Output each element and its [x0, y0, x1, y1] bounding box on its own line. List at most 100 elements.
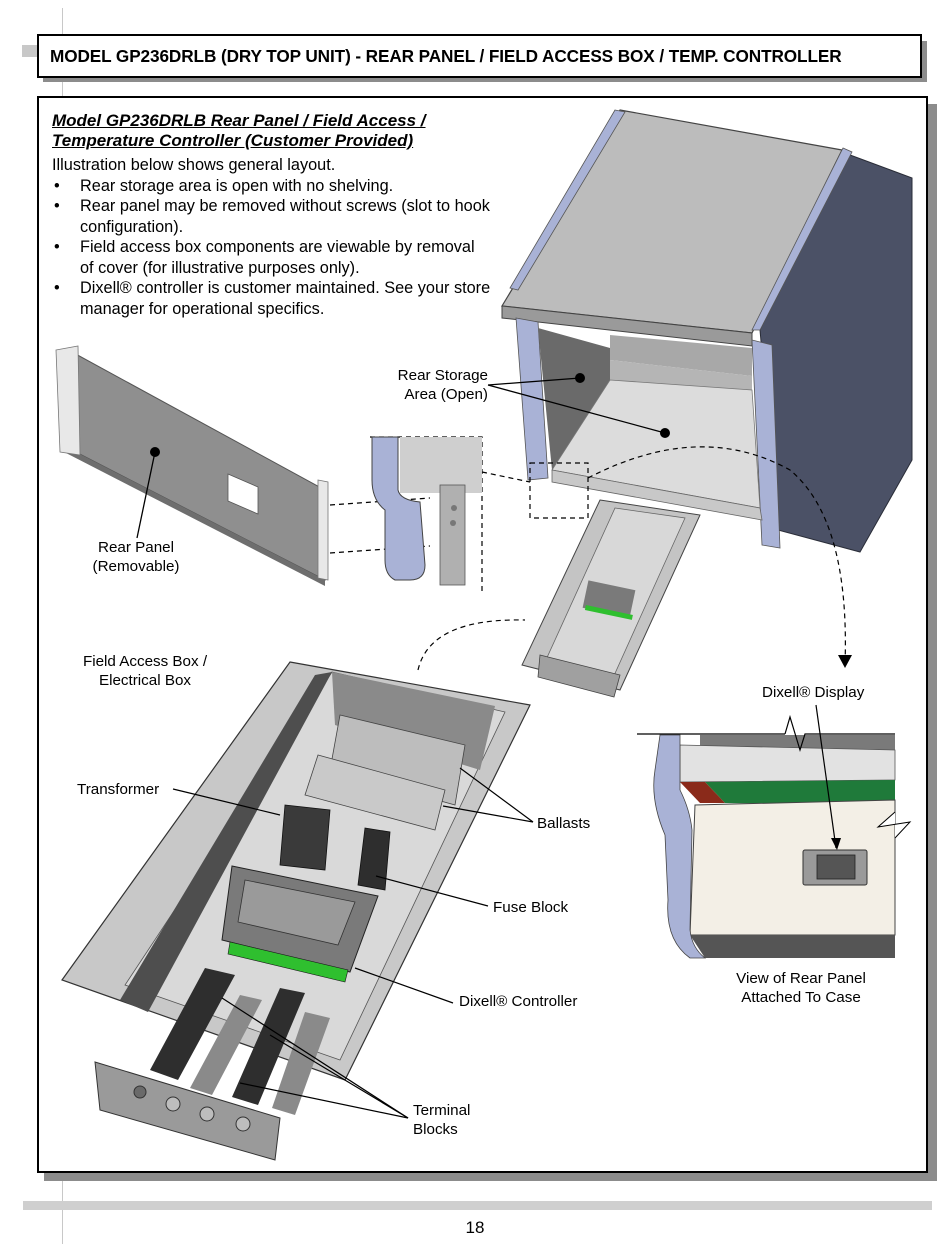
hook-detail-hole-1	[451, 505, 457, 511]
label-dixell-controller: Dixell® Controller	[459, 993, 578, 1010]
knockout-3	[199, 1106, 215, 1122]
knockout-4	[235, 1116, 251, 1132]
case-interior-back	[610, 335, 752, 376]
bullet-icon: •	[54, 197, 60, 215]
case-trim-right	[751, 147, 853, 331]
label-rear-panel-view-line-2: Attached To Case	[741, 989, 861, 1006]
list-item-text: Rear panel may be removed without screws…	[80, 197, 490, 236]
callout-line-ballast-1	[459, 767, 534, 823]
case-interior-left-wall	[538, 328, 610, 470]
section-heading: Model GP236DRLB Rear Panel / Field Acces…	[52, 111, 492, 151]
ballast-1	[329, 714, 466, 806]
hook-detail-trim	[371, 436, 426, 581]
display-swing-arc	[587, 446, 846, 666]
callout-line-terminal-3	[239, 1082, 409, 1119]
label-rear-panel-view: View of Rear Panel Attached To Case	[722, 969, 880, 1007]
knockout-2	[165, 1096, 181, 1112]
case-trim-left	[509, 109, 626, 291]
zoom-link-line	[481, 471, 531, 483]
knockout-1	[133, 1085, 147, 1099]
label-terminal-blocks-line-1: Terminal	[413, 1102, 471, 1119]
display-swing-arrowhead	[838, 655, 852, 668]
controller-green-strip	[227, 941, 349, 983]
view-case-trim	[653, 734, 707, 959]
list-item-text: Field access box components are viewable…	[80, 238, 475, 277]
hook-detail-shelf	[400, 437, 482, 493]
terminal-block-1	[150, 968, 235, 1080]
terminal-block-4	[272, 1012, 330, 1115]
label-field-access-box-line-1: Field Access Box /	[82, 653, 208, 670]
view-green-strip	[705, 780, 895, 805]
case-front-right-post	[751, 339, 781, 549]
callout-line-rear-panel	[136, 451, 156, 539]
ballast-2	[304, 754, 446, 831]
page-title-box: MODEL GP236DRLB (DRY TOP UNIT) - REAR PA…	[37, 34, 922, 78]
rear-panel-bottom-edge	[66, 448, 325, 586]
label-field-access-box: Field Access Box / Electrical Box	[70, 652, 220, 690]
view-bottom-rail	[690, 935, 895, 958]
bullet-icon: •	[54, 279, 60, 297]
page-title: MODEL GP236DRLB (DRY TOP UNIT) - REAR PA…	[50, 46, 842, 66]
label-terminal-blocks: Terminal Blocks	[413, 1101, 470, 1139]
label-rear-panel-line-1: Rear Panel	[98, 539, 174, 556]
fuse-block	[357, 827, 391, 891]
label-field-access-box-line-2: Electrical Box	[98, 672, 191, 689]
field-access-box-illustration	[61, 661, 534, 1161]
hook-detail-hole-2	[450, 520, 456, 526]
bullet-icon: •	[54, 176, 60, 195]
list-item-text: Dixell® controller is customer maintaine…	[80, 279, 491, 318]
feature-list: • Rear storage area is open with no shelv…	[52, 176, 492, 320]
case-illustration	[487, 109, 913, 553]
view-top-shelf	[679, 744, 896, 783]
list-item: • Rear storage area is open with no shelv…	[52, 176, 492, 197]
callout-line-controller	[354, 967, 454, 1004]
list-item-text: Rear storage area is open with no shelvi…	[80, 176, 394, 195]
list-item: • Dixell® controller is customer maintain…	[52, 278, 492, 319]
case-front-left-post	[515, 317, 549, 481]
rear-panel-view-illustration	[637, 704, 912, 959]
hook-detail-illustration	[370, 436, 589, 595]
box-left-wall	[120, 672, 332, 1012]
callout-line-storage-2	[487, 384, 666, 434]
intro-lead: Illustration below shows general layout.	[52, 156, 336, 174]
label-rear-panel-line-2: (Removable)	[92, 558, 180, 575]
zoom-source-box	[529, 462, 589, 519]
callout-line-fuse	[375, 875, 489, 907]
drawer-controller-green	[584, 605, 633, 620]
label-rear-panel-view-line-1: View of Rear Panel	[736, 970, 866, 987]
intro-section: Model GP236DRLB Rear Panel / Field Acces…	[52, 111, 492, 319]
callout-line-ballast-2	[442, 805, 534, 823]
drawer-illustration	[417, 499, 701, 698]
rear-panel-right-bracket	[317, 479, 329, 581]
label-rear-storage-line-1: Rear Storage	[397, 367, 488, 384]
terminal-block-2	[190, 995, 262, 1095]
callout-line-storage-1	[487, 377, 581, 386]
margin-tab	[22, 45, 38, 57]
hook-detail-bracket	[439, 484, 466, 586]
view-top-break-zigzag	[784, 714, 895, 753]
label-ballasts: Ballasts	[537, 815, 591, 832]
callout-line-terminal-2	[269, 1034, 409, 1119]
drawer-swing-arc	[417, 619, 526, 671]
view-display-screen	[816, 854, 856, 880]
terminal-block-3	[232, 988, 305, 1105]
view-break-line	[876, 811, 912, 839]
bullet-icon: •	[54, 238, 60, 256]
case-bottom-rail	[551, 469, 763, 521]
page-number: 18	[465, 1218, 485, 1237]
controller-screen	[237, 879, 356, 946]
rear-panel-display-cutout	[227, 473, 259, 515]
callout-line-transformer	[172, 788, 281, 816]
label-dixell-display: Dixell® Display	[762, 684, 865, 701]
footer-bar	[23, 1201, 932, 1210]
hook-guide-line-1	[329, 497, 431, 506]
section-heading-line-2: Temperature Controller (Customer Provide…	[52, 131, 414, 150]
list-item: • Field access box components are viewabl…	[52, 237, 492, 278]
view-red-strip	[680, 782, 725, 803]
rear-panel-illustration	[55, 345, 431, 586]
label-fuse-block: Fuse Block	[493, 899, 569, 916]
label-rear-storage: Rear Storage Area (Open)	[382, 366, 488, 404]
label-rear-panel: Rear Panel (Removable)	[80, 538, 192, 576]
label-rear-storage-line-2: Area (Open)	[404, 386, 488, 403]
